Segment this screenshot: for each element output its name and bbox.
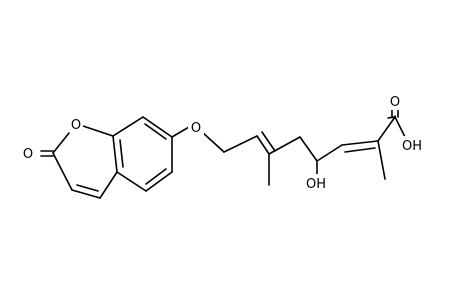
bond-c6-c5-inner xyxy=(145,168,167,185)
bond-calpha-cooh xyxy=(377,116,396,142)
bond-cme-ch2 xyxy=(268,136,301,155)
bond-choh-ch xyxy=(316,144,343,162)
carbonyl-oxygen-label: O xyxy=(23,147,33,162)
ether-oxygen-label: O xyxy=(191,121,201,136)
bond-c7-ether-o xyxy=(171,126,190,138)
bond-ch-cme xyxy=(256,135,270,155)
bond-c4a-c8a-inner xyxy=(119,139,124,168)
bond-c3-c4-inner xyxy=(76,184,99,192)
bond-c8a-c8 xyxy=(112,116,144,137)
acid-hydroxyl-label: OH xyxy=(402,139,422,154)
bond-ch-calpha xyxy=(341,140,379,146)
bond-ch2-ch xyxy=(223,135,258,153)
bond-o1-c8a xyxy=(82,125,114,137)
bond-c8-c7 xyxy=(142,116,173,138)
bond-ch-calpha-double xyxy=(344,147,376,153)
bonds xyxy=(40,102,406,199)
hydroxyl-label: OH xyxy=(306,177,326,192)
bond-calpha-methyl xyxy=(377,140,386,180)
bond-c3-c4 xyxy=(71,189,101,199)
bond-c2-c3 xyxy=(52,152,73,191)
bond-ether-o-ch2 xyxy=(201,131,225,153)
acid-carbonyl-oxygen-label: O xyxy=(390,95,400,110)
bond-c5-c4a xyxy=(116,171,147,192)
bond-c2-o1 xyxy=(52,132,70,154)
bond-ch2-choh xyxy=(299,136,318,162)
ring-oxygen-label: O xyxy=(71,118,81,133)
bond-c8-c7-inner xyxy=(144,123,167,140)
bond-c-oh-acid xyxy=(394,116,406,138)
bond-c6-c5 xyxy=(145,171,173,192)
bond-ch-cme-double xyxy=(261,131,276,152)
bond-c4a-c8a xyxy=(112,135,118,173)
bond-c4-c4a xyxy=(99,171,118,199)
atom-labels: O O O OH O OH xyxy=(21,92,423,192)
